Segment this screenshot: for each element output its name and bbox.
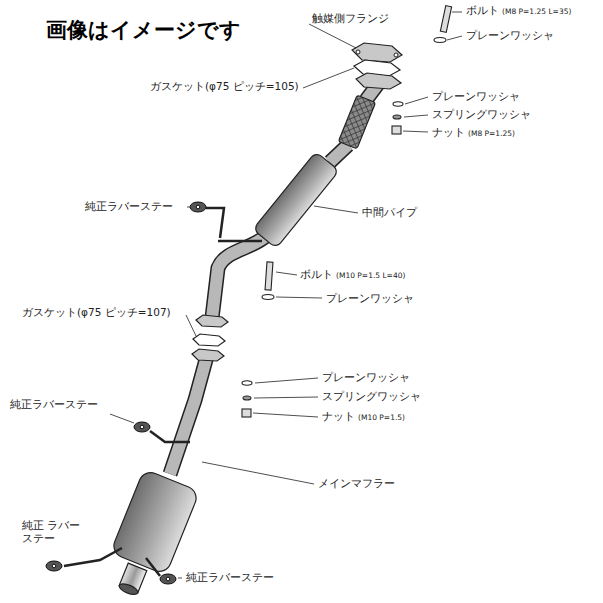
part-label: メインマフラー bbox=[318, 477, 395, 490]
spec-label: (M8 P=1.25) bbox=[468, 129, 515, 138]
part-label: ガスケット(φ75 ピッチ=107) bbox=[22, 306, 171, 319]
flange bbox=[356, 73, 401, 89]
spec-label: (M10 P=1.5 L=40) bbox=[336, 271, 405, 280]
part-label: 中間パイプ bbox=[362, 206, 417, 219]
bolt-set bbox=[242, 6, 452, 417]
part-label: 純正ラバーステー bbox=[10, 398, 98, 411]
part-label: ガスケット(φ75 ピッチ=105) bbox=[150, 80, 299, 93]
part-label: プレーンワッシャ bbox=[322, 371, 410, 384]
part-label: スプリングワッシャ bbox=[322, 390, 421, 403]
spec-label: (M10 P=1.5) bbox=[358, 413, 405, 422]
part-label: ボルト bbox=[300, 268, 333, 281]
part-label: 純正ラバーステー bbox=[186, 571, 274, 584]
part-label: 触媒側フランジ bbox=[312, 12, 389, 25]
flex-pipe bbox=[338, 95, 375, 149]
part-label: プレーンワッシャ bbox=[326, 292, 414, 305]
part-label: ナット bbox=[432, 126, 465, 139]
part-label: プレーンワッシャ bbox=[466, 29, 554, 42]
notice-heading: 画像はイメージです bbox=[46, 18, 241, 43]
flange bbox=[352, 43, 402, 62]
middle-muffler bbox=[253, 152, 339, 249]
stay-bracket bbox=[64, 208, 262, 576]
part-label: ナット bbox=[322, 410, 355, 423]
tail-pipe bbox=[118, 563, 147, 596]
spec-label: (M8 P=1.25 L=35) bbox=[502, 7, 571, 16]
part-label: 純正ラバーステー bbox=[85, 200, 173, 213]
flange-set bbox=[192, 315, 228, 361]
main-muffler bbox=[110, 469, 199, 575]
leader-line bbox=[110, 12, 462, 578]
part-label: プレーンワッシャ bbox=[432, 90, 520, 103]
part-label: スプリングワッシャ bbox=[432, 108, 531, 121]
part-label: ボルト bbox=[466, 4, 499, 17]
part-label: 純正 ラバーステー bbox=[22, 519, 84, 545]
